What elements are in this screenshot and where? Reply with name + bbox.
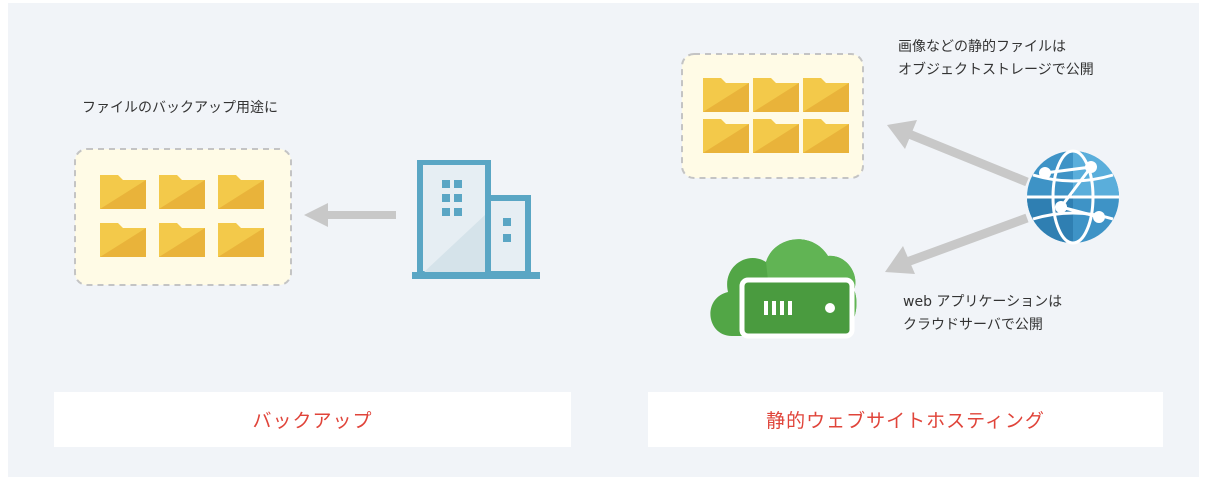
folder-icon (100, 175, 146, 209)
static-file-caption: 画像などの静的ファイルは オブジェクトストレージで公開 (898, 36, 1094, 82)
office-building-icon (412, 160, 540, 279)
backup-label: バックアップ (54, 392, 571, 447)
arrow-to-storage-icon (887, 120, 1029, 187)
backup-label-text: バックアップ (252, 410, 373, 432)
static-file-caption-line-2: オブジェクトストレージで公開 (898, 62, 1094, 78)
folder-icon (703, 119, 749, 153)
folder-icon (753, 78, 799, 112)
object-storage-box (681, 53, 864, 179)
folder-icon (159, 223, 205, 257)
folder-icon (218, 223, 264, 257)
web-app-caption: web アプリケーションは クラウドサーバで公開 (903, 291, 1062, 337)
hosting-label: 静的ウェブサイトホスティング (648, 392, 1163, 447)
globe-network-icon (1027, 149, 1119, 245)
backup-storage-box (74, 148, 292, 286)
folder-icon (218, 175, 264, 209)
hosting-label-text: 静的ウェブサイトホスティング (766, 410, 1045, 432)
cloud-server-icon (710, 239, 857, 339)
folder-icon (803, 78, 849, 112)
backup-caption: ファイルのバックアップ用途に (82, 100, 278, 116)
arrow-left-icon (304, 203, 396, 227)
web-app-caption-line-1: web アプリケーションは (903, 294, 1063, 310)
folder-icon (159, 175, 205, 209)
web-app-caption-line-2: クラウドサーバで公開 (903, 317, 1043, 333)
folder-icon (703, 78, 749, 112)
folder-icon (100, 223, 146, 257)
arrow-to-server-icon (885, 213, 1029, 274)
static-file-caption-line-1: 画像などの静的ファイルは (898, 39, 1066, 55)
folder-icon (803, 119, 849, 153)
folder-icon (753, 119, 799, 153)
